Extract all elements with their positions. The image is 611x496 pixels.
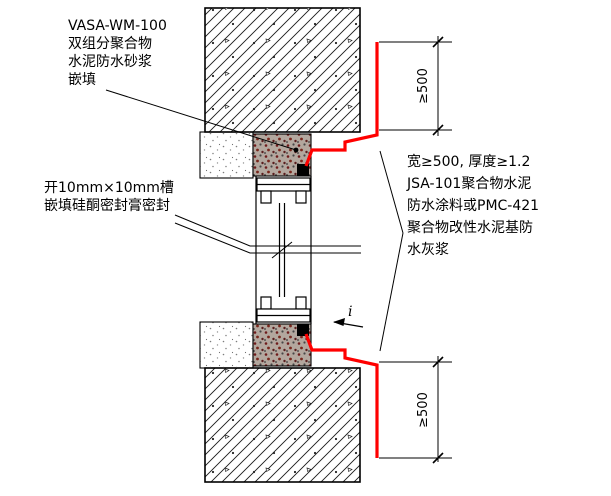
dim-top-tick-2 (432, 124, 444, 136)
annotation-right: 宽≥500, 厚度≥1.2 JSA-101聚合物水泥 防水涂料或PMC-421 … (406, 153, 539, 258)
infill-bands (199, 131, 312, 369)
annotation-top-left-line-1: VASA-WM-100 (68, 18, 167, 34)
right-leader-lower (379, 232, 404, 352)
annotation-mid-left: 开10mm×10mm槽 嵌填硅酮密封膏密封 (44, 180, 174, 214)
dim-bottom-tick-1 (432, 356, 444, 368)
dim-top-tick-1 (432, 36, 444, 48)
groove-leader-line-2 (174, 222, 361, 254)
lower-mortar-bed (199, 321, 254, 369)
dimension-top (379, 36, 452, 136)
head-sash-right (295, 190, 307, 204)
dimension-top-label: ≥500 (416, 68, 431, 104)
leader-lines (105, 89, 404, 352)
wall-section-lower (204, 367, 361, 483)
annotation-top-left-line-3: 水泥防水砂浆 (68, 54, 152, 70)
annotation-mid-left-line-2: 嵌填硅酮密封膏密封 (44, 197, 170, 214)
annotation-mid-left-line-1: 开10mm×10mm槽 (44, 180, 174, 196)
sealant-groove-leaders (174, 214, 361, 254)
sill-sash-right (295, 296, 307, 310)
head-sash-left (260, 190, 272, 204)
glass-symbol (271, 241, 293, 259)
direction-marker: i (333, 304, 364, 328)
direction-marker-arrowhead (333, 318, 345, 326)
annotation-right-line-5: 水灰浆 (407, 242, 449, 258)
annotation-right-line-2: JSA-101聚合物水泥 (406, 176, 531, 192)
lower-wall-concrete-marks (205, 368, 360, 482)
annotation-right-line-4: 聚合物改性水泥基防 (407, 219, 533, 236)
lower-silicone-sealant (297, 324, 309, 336)
annotation-top-left: VASA-WM-100 双组分聚合物 水泥防水砂浆 嵌填 (68, 18, 167, 88)
dim-bottom-tick-2 (432, 452, 444, 464)
upper-mortar-bed (199, 131, 254, 179)
upper-wall-concrete-marks (205, 8, 360, 132)
dimension-bottom-label: ≥500 (416, 392, 431, 428)
upper-silicone-sealant (297, 164, 309, 176)
direction-marker-label: i (348, 304, 352, 320)
top-left-leader-dot (293, 147, 299, 153)
right-leader-upper (379, 150, 404, 234)
annotation-top-left-line-2: 双组分聚合物 (68, 36, 152, 52)
waterproof-coating-upper (304, 42, 379, 167)
window-frame-section (255, 176, 312, 324)
top-left-leader (105, 89, 297, 151)
dimension-bottom (379, 356, 452, 464)
annotation-top-left-line-4: 嵌填 (68, 72, 96, 88)
wall-section-upper (204, 7, 361, 133)
waterproof-coating (304, 42, 379, 458)
groove-leader-line-1 (174, 214, 361, 247)
sill-sash-left (260, 296, 272, 310)
waterproof-coating-lower (304, 333, 379, 458)
annotation-right-line-1: 宽≥500, 厚度≥1.2 (407, 153, 530, 170)
annotation-right-line-3: 防水涂料或PMC-421 (407, 198, 539, 214)
